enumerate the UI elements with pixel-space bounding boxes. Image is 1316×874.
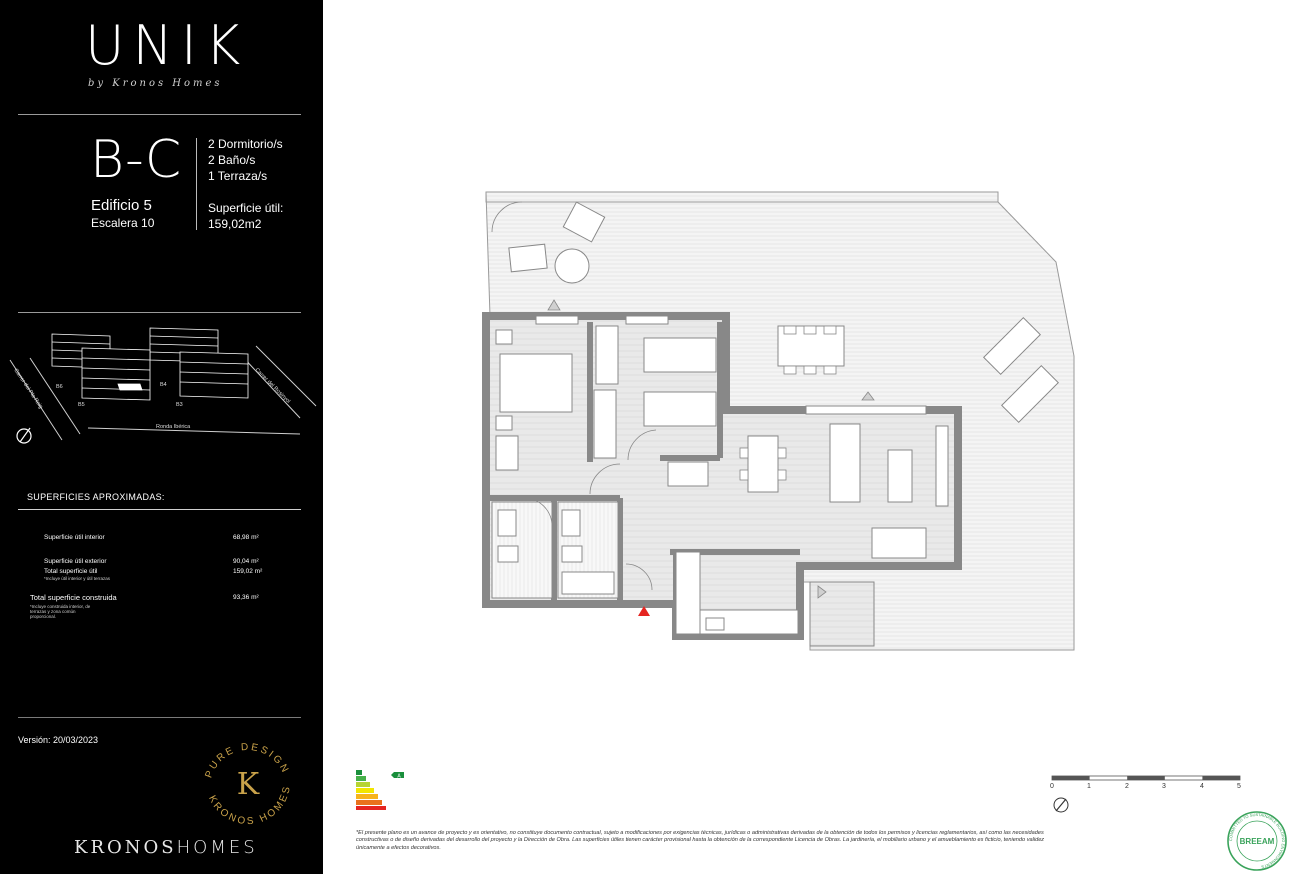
divider [18, 509, 301, 510]
street-label-pla-roig: Carrer del Pla Roig [12, 368, 43, 410]
area-total-util-value: 159,02 m² [233, 568, 263, 575]
block-label-b6: B6 [56, 384, 63, 390]
surface-value: 159,02m2 [208, 217, 262, 231]
building-label: Edificio 5 [91, 197, 152, 214]
version-date: Versión: 20/03/2023 [18, 735, 99, 745]
surface-label: Superficie útil: [208, 201, 284, 215]
scale-tick-3: 3 [1162, 783, 1166, 790]
scale-tick-5: 5 [1237, 783, 1241, 790]
scale-tick-2: 2 [1125, 783, 1129, 790]
areas-title: SUPERFICIES APROXIMADAS: [27, 492, 165, 502]
area-util-note: *Incluye útil interior y útil terrazas [44, 576, 111, 581]
breeam-label: BREEAM [1240, 837, 1275, 846]
energy-rating-letter: A [397, 774, 401, 780]
floor-plan [482, 191, 1075, 651]
brand-logo: UNIK [85, 14, 249, 77]
stair-label: Escalera 10 [91, 216, 155, 230]
area-interior-label: Superficie útil interior [44, 534, 105, 541]
block-label-b3: B3 [176, 402, 183, 408]
breeam-seal: COMMITTED TO SUSTAINABLE BUILDING ENVIRO… [1227, 811, 1287, 871]
site-map: B6 B5 B4 B3 Carrer del Pla Roig Carrer d… [9, 327, 317, 444]
scale-tick-1: 1 [1087, 783, 1091, 790]
scale-tick-4: 4 [1200, 783, 1204, 790]
north-arrow-icon [1053, 797, 1069, 813]
feature-terraces: 1 Terraza/s [208, 169, 268, 183]
block-b3 [179, 351, 249, 399]
street-label-ronda-iberica: Ronda Ibérica [156, 424, 191, 430]
divider [18, 114, 301, 115]
brand-subtitle: by Kronos Homes [88, 78, 223, 89]
area-built-value: 93,36 m² [233, 594, 259, 601]
divider-vertical [196, 138, 197, 230]
feature-bedrooms: 2 Dormitorio/s [208, 137, 283, 151]
footer-brand: KRONOSHOMES [74, 837, 258, 858]
sidebar: UNIK by Kronos Homes B-C 2 Dormitorio/s … [0, 0, 323, 874]
pure-design-seal: PURE DESIGN KRONOS HOMES K [203, 742, 290, 827]
divider [18, 312, 301, 313]
area-built-note: *Incluye construida interior, de terraza… [30, 604, 91, 619]
divider [18, 717, 301, 718]
north-arrow-icon [16, 427, 32, 444]
street-label-rosinyol: Carrer del Rosinyol [254, 367, 292, 405]
block-b5 [81, 347, 151, 401]
feature-bathrooms: 2 Baño/s [208, 153, 256, 167]
chairs [739, 325, 837, 481]
scale-bar [1051, 775, 1241, 781]
area-exterior-value: 90,04 m² [233, 558, 259, 565]
area-exterior-label: Superficie útil exterior [44, 558, 107, 565]
energy-rating-label: A [356, 770, 404, 810]
block-label-b4: B4 [160, 382, 167, 388]
seal-letter: K [237, 767, 260, 802]
scale-tick-0: 0 [1050, 783, 1054, 790]
unit-code: B-C [90, 130, 183, 190]
entry-marker [638, 606, 650, 616]
area-built-label: Total superficie construida [30, 593, 117, 602]
area-total-util-label: Total superficie útil [44, 568, 98, 575]
legal-disclaimer: *El presente plano es un avance de proye… [356, 830, 1045, 851]
block-label-b5: B5 [78, 402, 85, 408]
area-interior-value: 68,98 m² [233, 534, 259, 541]
